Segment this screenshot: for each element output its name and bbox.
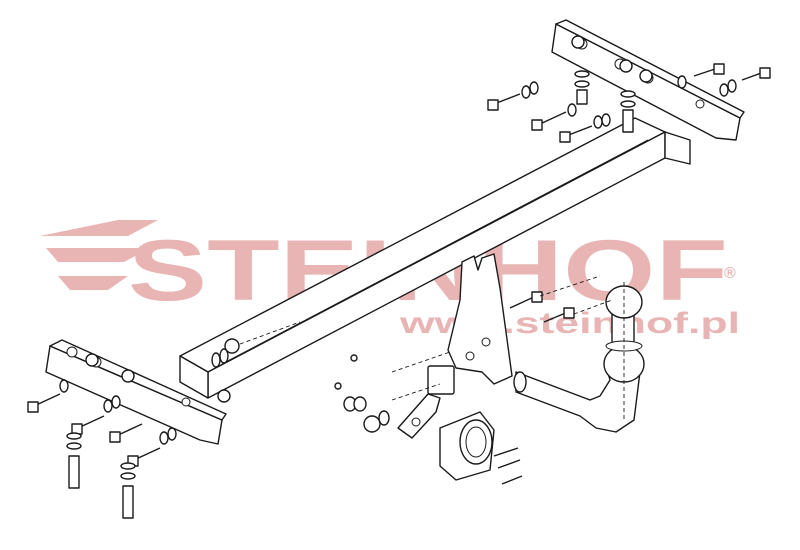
socket-bracket: [397, 365, 455, 439]
tow-ball: [603, 282, 645, 420]
center-fasteners: [211, 275, 613, 485]
bolt: [693, 63, 725, 77]
bolt: [559, 125, 593, 143]
electrical-socket: [439, 411, 495, 481]
bolt: [27, 393, 61, 413]
bolt: [109, 423, 143, 443]
steinhof-logo-swoosh: [40, 220, 158, 290]
cross-beam: [179, 117, 691, 399]
bolt: [574, 70, 590, 105]
bolt: [66, 432, 82, 489]
bolt: [71, 415, 105, 435]
bolt: [487, 93, 521, 111]
bolt: [543, 307, 575, 323]
bolt: [509, 291, 543, 309]
bolt: [741, 67, 771, 81]
bolt: [120, 462, 136, 519]
watermark-registered-mark: ®: [724, 265, 736, 282]
tow-ball-flange-plate: [447, 253, 513, 385]
right-bracket-fasteners: [487, 35, 771, 143]
left-bracket-fasteners: [27, 353, 231, 519]
bolt: [620, 90, 636, 133]
bolt: [531, 111, 567, 131]
